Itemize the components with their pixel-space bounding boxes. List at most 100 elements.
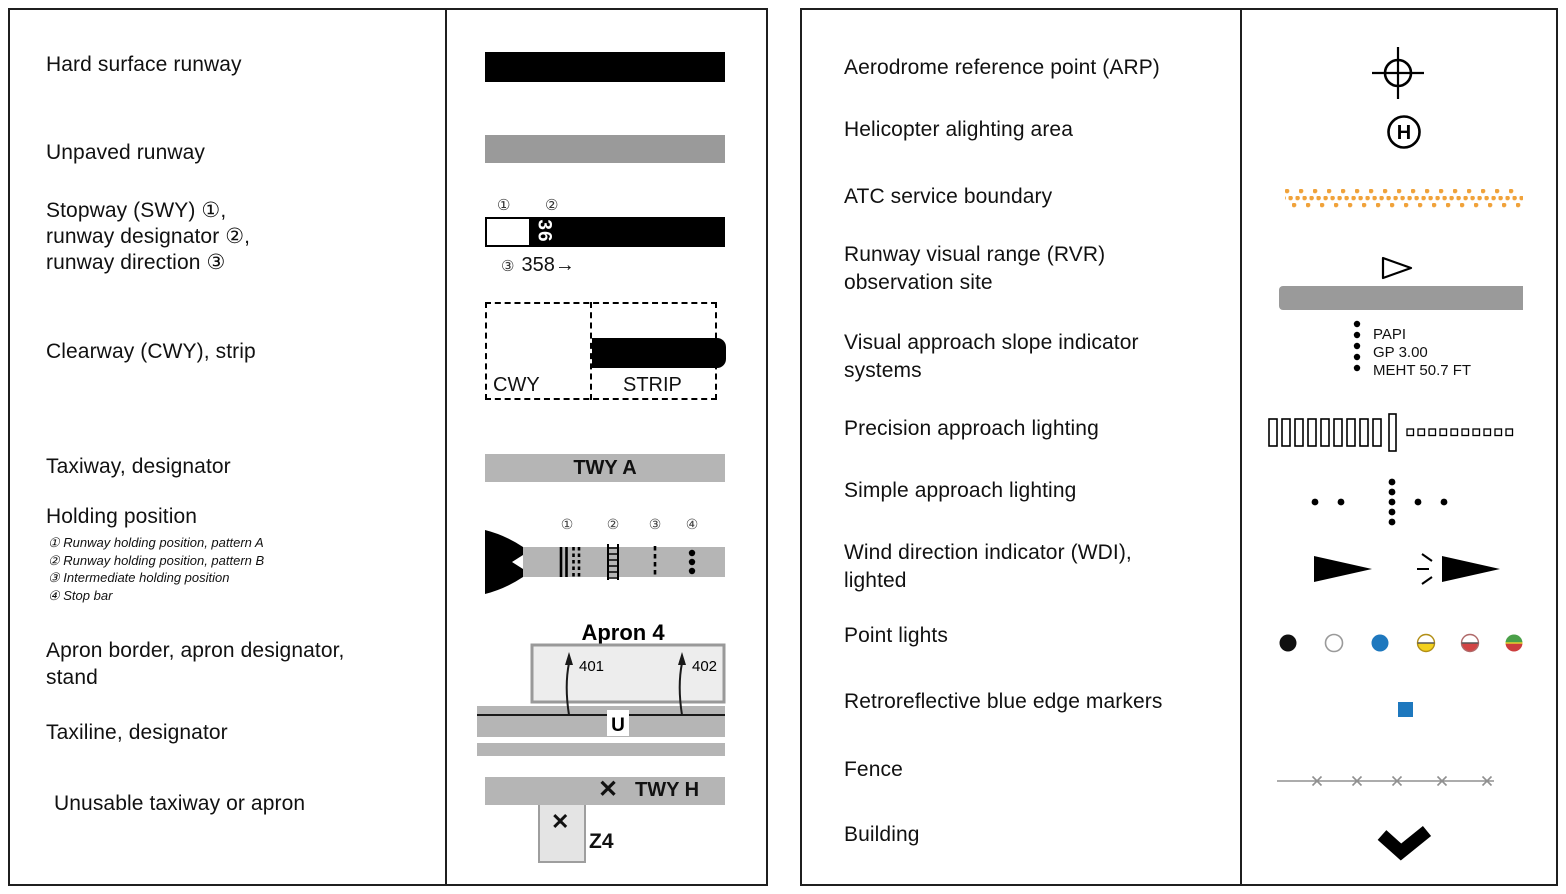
precision-lighting-label: Precision approach lighting: [844, 417, 1099, 440]
unusable-stand-box: ✕: [538, 805, 586, 863]
centerline-notch: [512, 555, 523, 569]
panel-divider: [1240, 10, 1242, 884]
point-lights-label: Point lights: [844, 624, 948, 647]
wdi-label-line-2: lighted: [844, 569, 907, 592]
vasi-system-text: PAPI: [1373, 326, 1407, 343]
stand-arrow-1: [565, 652, 573, 665]
stopway-label-line-2: runway designator ②,: [46, 225, 251, 248]
simple-lighting-label: Simple approach lighting: [844, 479, 1077, 502]
unusable-taxiway-designator-text: TWY H: [635, 779, 700, 801]
wdi-label-line-1: Wind direction indicator (WDI),: [844, 541, 1132, 564]
stand-1-label: 401: [579, 658, 604, 675]
runway-direction-callout-3: ③: [501, 257, 515, 275]
navigation-lighting-legend-panel: Aerodrome reference point (ARP) Helicopt…: [800, 8, 1558, 886]
point-light-blue: [1371, 634, 1389, 652]
stopway-box: [485, 217, 531, 247]
stopway-label-line-3: runway direction ③: [46, 251, 226, 274]
vasi-meht-text: MEHT 50.7 FT: [1373, 362, 1472, 379]
clearway-strip-divider: [590, 302, 592, 400]
apron-designator-text: Apron 4: [581, 620, 665, 645]
apron-label-line-1: Apron border, apron designator,: [46, 639, 345, 662]
stand-lead-in-2: [678, 662, 683, 716]
stopway-runway-symbol: ① ② 36 ③ 358→: [485, 197, 733, 290]
holding-callout-3: ③: [649, 516, 662, 532]
holding-position-symbol: ① ② ③ ④: [485, 516, 725, 594]
windsock-lighted: [1442, 556, 1500, 582]
point-light-black: [1279, 634, 1297, 652]
apron-taxiline-symbol: Apron 4 401 402 U: [477, 620, 726, 756]
stopway-label: Stopway (SWY) ①, runway designator ②, ru…: [46, 198, 250, 276]
simple-approach-lighting-symbol: [1311, 478, 1448, 526]
strip-text: STRIP: [623, 374, 682, 396]
holding-position-notes: ① Runway holding position, pattern A ② R…: [48, 534, 264, 604]
vasi-label-line-2: systems: [844, 359, 922, 382]
fence-x-marks: [1311, 775, 1493, 787]
rvr-label-line-2: observation site: [844, 271, 993, 294]
taxiway-band-2: [477, 743, 725, 756]
runway-direction-text: 358→: [521, 254, 575, 276]
atc-boundary-label: ATC service boundary: [844, 185, 1053, 208]
taxiway-designator-text: TWY A: [573, 456, 637, 479]
fence-label: Fence: [844, 758, 903, 781]
point-light-red: [1460, 633, 1480, 653]
taxiway-symbol: TWY A: [485, 454, 725, 482]
helicopter-letter: H: [1397, 122, 1411, 144]
apron-label: Apron border, apron designator, stand: [46, 637, 344, 691]
rvr-runway-bar: [1279, 286, 1523, 310]
stop-bar-marking: [688, 549, 696, 575]
apron-label-line-2: stand: [46, 666, 98, 689]
stand-lead-in-1: [565, 662, 570, 716]
arp-label: Aerodrome reference point (ARP): [844, 56, 1160, 79]
windsock: [1314, 556, 1372, 582]
holding-note-4: ④ Stop bar: [48, 587, 113, 603]
vasi-label: Visual approach slope indicator systems: [844, 329, 1139, 385]
panel-divider: [445, 10, 447, 884]
holding-callout-1: ①: [561, 516, 574, 532]
precision-approach-lighting-symbol: [1268, 413, 1514, 452]
holding-note-1: ① Runway holding position, pattern A: [48, 535, 264, 550]
holding-callout-4: ④: [686, 516, 699, 532]
holding-callout-2: ②: [607, 516, 620, 532]
unusable-taxiway-symbol: ✕ TWY H: [485, 776, 725, 805]
stopway-callout-1: ①: [497, 197, 511, 214]
vasi-symbol: PAPI GP 3.00 MEHT 50.7 FT: [1347, 318, 1527, 382]
stand-2-label: 402: [692, 658, 717, 675]
atc-boundary-symbol: [1285, 188, 1523, 210]
pattern-a-marking: [559, 547, 581, 577]
point-light-yellow: [1416, 633, 1436, 653]
vasi-light-dots: [1353, 320, 1361, 372]
hard-surface-runway-symbol: [485, 52, 725, 82]
taxiline-designator-text: U: [611, 715, 625, 736]
point-lights-symbol: [1279, 633, 1523, 653]
taxiway-band: [477, 706, 725, 737]
helicopter-area-label: Helicopter alighting area: [844, 118, 1073, 141]
holding-note-2: ② Runway holding position, pattern B: [48, 552, 265, 568]
clearway-text: CWY: [493, 374, 540, 396]
runway-designator-callout-2: ②: [545, 197, 559, 214]
unpaved-runway-symbol: [485, 135, 725, 163]
building-symbol: [1377, 825, 1432, 861]
rvr-label-line-1: Runway visual range (RVR): [844, 243, 1106, 266]
runway-taxiway-legend-panel: Hard surface runway Unpaved runway Stopw…: [8, 8, 768, 886]
stand-arrow-2: [678, 652, 686, 665]
taxiway-throat: [485, 530, 523, 594]
rvr-label: Runway visual range (RVR) observation si…: [844, 241, 1105, 297]
light-rays: [1417, 553, 1433, 585]
point-light-white: [1324, 633, 1344, 653]
taxiway-label: Taxiway, designator: [46, 455, 231, 478]
blue-markers-label: Retroreflective blue edge markers: [844, 690, 1163, 713]
vasi-label-line-1: Visual approach slope indicator: [844, 331, 1139, 354]
taxiline-label: Taxiline, designator: [46, 721, 228, 744]
vasi-glide-path-text: GP 3.00: [1373, 344, 1428, 361]
runway-designator-text: 36: [533, 219, 555, 243]
apron-border: [530, 643, 726, 704]
building-label: Building: [844, 823, 920, 846]
unusable-taxiway-label: Unusable taxiway or apron: [54, 792, 306, 815]
holding-position-label: Holding position: [46, 505, 198, 528]
clearway-label: Clearway (CWY), strip: [46, 340, 256, 363]
clearway-strip-symbol: CWY STRIP: [485, 302, 726, 400]
unpaved-runway-label: Unpaved runway: [46, 141, 205, 164]
cross-icon: ✕: [551, 809, 570, 834]
cross-icon: ✕: [598, 776, 619, 803]
fence-symbol: [1277, 775, 1494, 787]
